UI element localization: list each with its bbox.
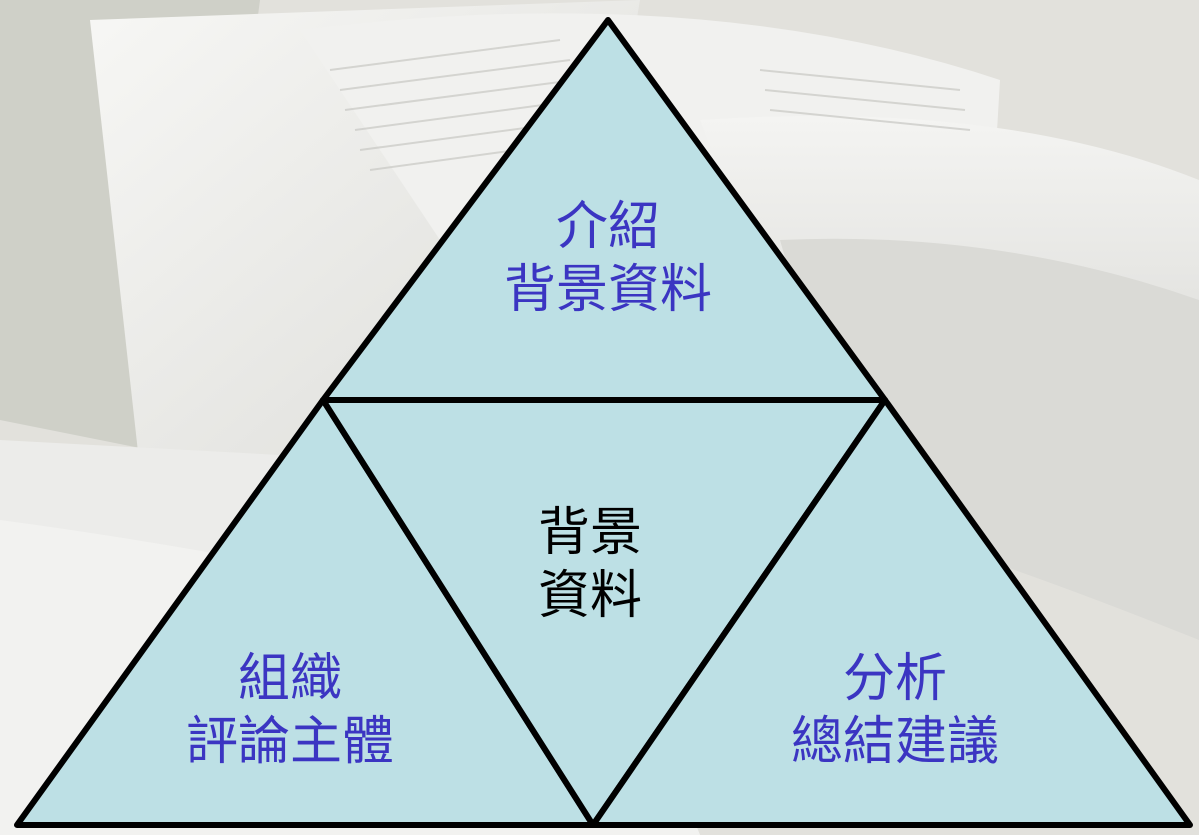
left-label-line1: 組織 <box>237 649 342 709</box>
center-label-line2: 資料 <box>537 566 642 627</box>
top-label-line1: 介紹 <box>555 197 660 257</box>
left-label-line2: 評論主體 <box>185 712 394 773</box>
top-triangle-label: 介紹 背景資料 <box>458 196 758 323</box>
right-label-line2: 總結建議 <box>790 712 999 773</box>
center-triangle-label: 背景 資料 <box>480 502 700 629</box>
center-label-line1: 背景 <box>537 503 642 563</box>
left-triangle-label: 組織 評論主體 <box>140 648 440 775</box>
right-label-line1: 分析 <box>842 649 947 709</box>
top-label-line2: 背景資料 <box>503 260 712 321</box>
right-triangle-label: 分析 總結建議 <box>745 648 1045 775</box>
right-triangle <box>590 397 1193 828</box>
